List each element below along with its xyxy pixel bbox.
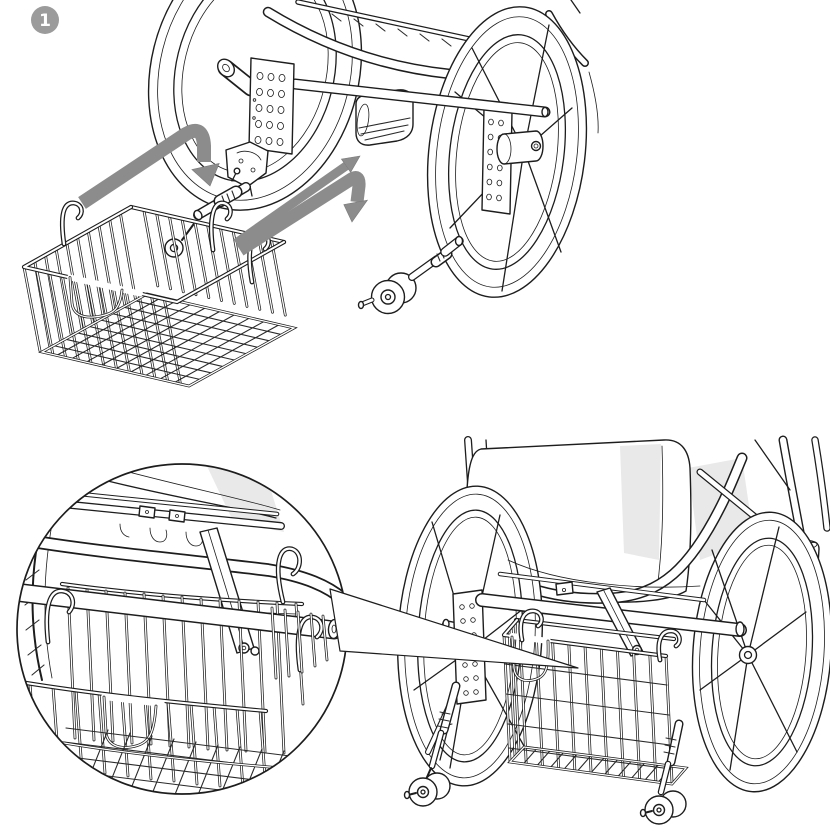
rear-wheel-right-installed	[691, 511, 830, 793]
mounting-plate-right	[481, 107, 544, 215]
mounting-rod	[289, 78, 551, 118]
basket-handle	[67, 274, 143, 319]
wheel-spokes	[449, 24, 573, 292]
wire-basket-installed	[501, 608, 689, 786]
arrow-up-right	[233, 155, 361, 247]
anti-tip-caster	[357, 235, 464, 315]
anti-tip-caster-right	[639, 719, 687, 825]
basket-hook-icon	[518, 608, 682, 663]
direction-arrows	[78, 124, 369, 256]
arrow-bent-down	[236, 171, 369, 256]
mounting-plate-left	[216, 57, 295, 155]
step-badge: 1	[31, 6, 59, 34]
installed-view-illustration	[396, 435, 830, 825]
magnifier-leader-line	[329, 588, 579, 669]
step-number: 1	[39, 11, 51, 31]
anti-tip-caster-left	[403, 681, 461, 807]
basket-hook-icon	[59, 200, 271, 285]
magnifier-detail	[16, 463, 348, 795]
step-badge-circle	[31, 6, 59, 34]
wire-basket	[21, 200, 298, 388]
arrow-down-left	[78, 124, 220, 209]
plate-holes	[252, 72, 286, 146]
seat-rails	[48, 489, 285, 547]
attach-step-illustration	[21, 0, 599, 388]
